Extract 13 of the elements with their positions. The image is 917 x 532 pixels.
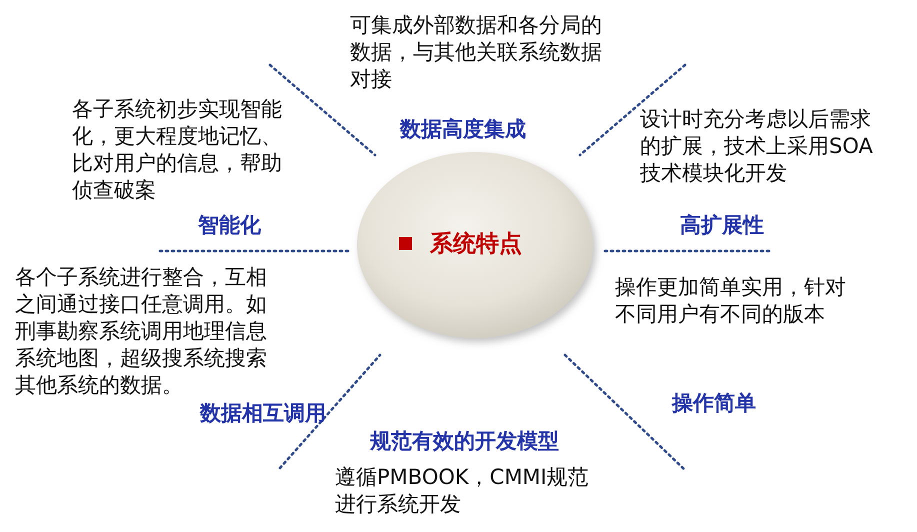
center-title: 系统特点 <box>430 230 522 258</box>
feature-heading: 操作简单 <box>672 390 756 417</box>
feature-description: 设计时充分考虑以后需求的扩展，技术上采用SOA技术模块化开发 <box>640 106 874 187</box>
feature-description: 遵循PMBOOK，CMMI规范进行系统开发 <box>335 464 590 518</box>
feature-heading: 规范有效的开发模型 <box>370 428 559 455</box>
feature-heading: 数据相互调用 <box>200 400 326 427</box>
feature-heading: 高扩展性 <box>680 212 764 239</box>
feature-heading: 智能化 <box>198 212 261 239</box>
feature-description: 各个子系统进行整合，互相之间通过接口任意调用。如刑事勘察系统调用地理信息系统地图，超级搜系统搜索其他系统的数据。 <box>15 264 268 399</box>
feature-description: 各子系统初步实现智能化，更大程度地记忆、比对用户的信息，帮助侦查破案 <box>72 96 283 204</box>
feature-description: 可集成外部数据和各分局的数据，与其他关联系统数据对接 <box>350 12 603 93</box>
feature-heading: 数据高度集成 <box>400 116 526 143</box>
feature-description: 操作更加简单实用，针对不同用户有不同的版本 <box>615 274 847 328</box>
